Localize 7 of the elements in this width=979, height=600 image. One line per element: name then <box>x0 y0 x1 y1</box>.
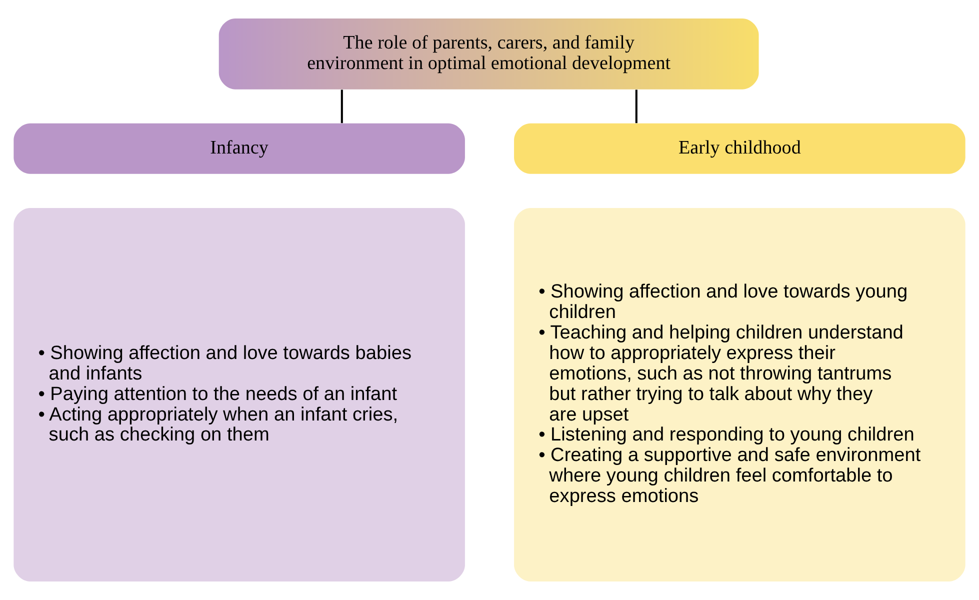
node-box: Infancy <box>14 123 465 174</box>
connector <box>340 90 343 124</box>
connector <box>635 90 638 124</box>
node-box: Early childhood <box>514 123 966 174</box>
node-box: The role of parents, carers, and family environment in optimal emotional development <box>218 18 759 90</box>
node-box: • Showing affection and love towards babies and infants • Paying attention to the needs of an infant • Acting appropriately when an infant cries, such as checking on them <box>14 208 465 582</box>
node-box: • Showing affection and love towards young children • Teaching and helping children understand how to appropriately express their emotions, such as not throwing tantrums but rather trying to talk about why they are upset • Listening and responding to young children • Creating a supportive and safe environment where young children feel comfortable to express emotions <box>514 208 966 582</box>
